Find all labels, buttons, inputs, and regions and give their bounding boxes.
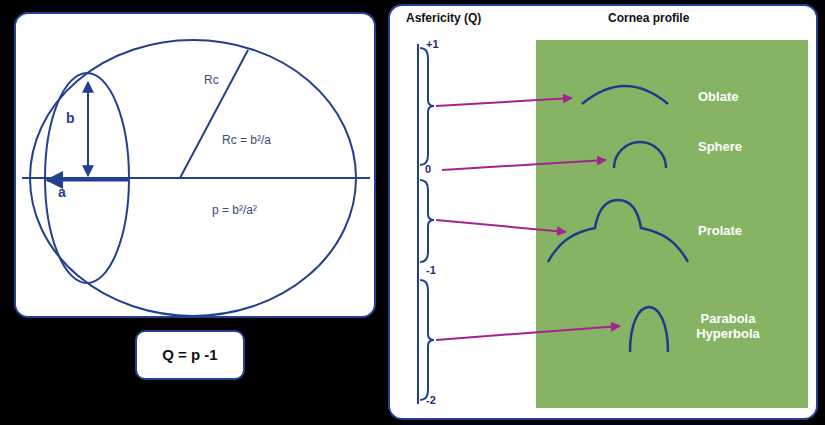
axis-line [22,177,370,179]
node-text: Prolate [698,224,742,239]
small-ellipse [45,73,129,283]
node-text: Cornea profile [608,12,689,26]
formula-box: Q = p -1 [135,330,245,380]
node-text: Sphere [698,140,742,155]
a-arrow [47,179,128,182]
node-text: Rc = b²/a [222,134,271,148]
parabola-profile [630,307,668,352]
node-text: Asfericity (Q) [406,12,481,26]
brace [420,180,434,262]
scale-line [417,44,419,404]
profile-panel: OblateSphereProlateParabola Hyperbola [536,40,808,408]
scale-value: -1 [426,264,436,276]
node-text: a [58,184,66,200]
node-text: p = b²/a² [212,204,257,218]
node-text: Parabola Hyperbola [692,312,764,342]
node-text: Oblate [698,90,738,105]
brace [420,280,434,400]
pointer-arrow [442,160,606,170]
b-arrow [87,82,89,176]
scale-value: -2 [426,394,436,406]
ellipse-panel: b a Rc Rc = b²/a p = b²/a² [14,12,376,318]
pointer-arrow [436,326,620,340]
asphericity-panel: OblateSphereProlateParabola Hyperbola Asf… [388,4,818,420]
prolate-profile [548,200,688,262]
scale-value: 0 [425,163,431,175]
pointer-arrow [436,98,572,106]
radius-line [180,50,248,178]
node-text: b [66,110,75,126]
profile-panel-ground [536,40,808,408]
node-text: Q = p -1 [162,346,217,363]
scale-value: +1 [426,38,439,50]
pointer-arrow [436,220,566,232]
brace [420,48,434,165]
node-text: Rc [204,74,219,88]
sphere-profile [614,142,666,168]
oblate-profile [582,86,668,104]
